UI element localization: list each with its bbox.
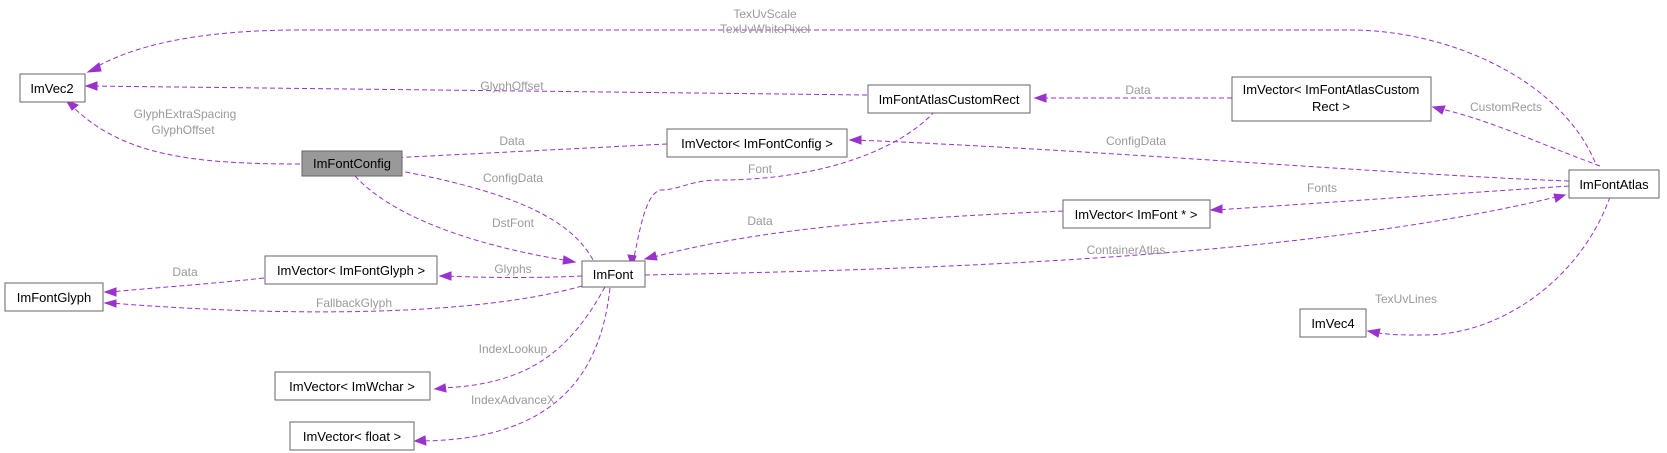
node-imvec4[interactable]: ImVec4 xyxy=(1299,308,1367,338)
node-imvector-imfontconfig[interactable]: ImVector< ImFontConfig > xyxy=(666,128,848,158)
edge-label-font: Font xyxy=(748,162,773,176)
edge-label-customrects: CustomRects xyxy=(1470,100,1542,114)
node-label-imfont: ImFont xyxy=(593,267,634,282)
edge-containeratlas xyxy=(644,193,1567,276)
node-imvector-imwchar[interactable]: ImVector< ImWchar > xyxy=(274,371,431,401)
node-label-imvector-customrect-line1: ImVector< ImFontAtlasCustom xyxy=(1243,82,1420,97)
edge-configdata-atlas xyxy=(848,135,1570,182)
node-imfontconfig[interactable]: ImFontConfig xyxy=(301,150,403,177)
edge-label-indexlookup: IndexLookup xyxy=(479,342,548,356)
node-imvector-imfontglyph[interactable]: ImVector< ImFontGlyph > xyxy=(264,255,438,285)
node-label-imvector-imfontglyph: ImVector< ImFontGlyph > xyxy=(277,263,425,278)
node-label-imvector-customrect-line2: Rect > xyxy=(1312,99,1350,114)
edge-label-texuvwhitepixel: TexUvWhitePixel xyxy=(720,22,810,36)
edge-label-glyphoffset-config: GlyphOffset xyxy=(151,123,215,137)
edge-data-rect xyxy=(1033,93,1232,103)
edge-fallbackglyph xyxy=(103,285,583,313)
edge-label-data-glyph: Data xyxy=(172,265,198,279)
edge-dstfont xyxy=(354,175,577,265)
edge-label-glyphoffset-rect: GlyphOffset xyxy=(480,79,544,93)
node-imvector-imfontatlascustomrect[interactable]: ImVector< ImFontAtlasCustom Rect > xyxy=(1231,76,1432,122)
edge-data-glyph xyxy=(103,277,265,297)
edge-label-data-config: Data xyxy=(499,134,525,148)
edge-label-texuvscale: TexUvScale xyxy=(733,7,797,21)
node-label-imvec4: ImVec4 xyxy=(1311,316,1354,331)
edge-data-config xyxy=(383,143,668,162)
node-imvector-float[interactable]: ImVector< float > xyxy=(289,421,415,451)
edge-fonts xyxy=(1209,185,1570,214)
node-label-imfontatlas: ImFontAtlas xyxy=(1579,177,1649,192)
edge-label-fonts: Fonts xyxy=(1307,181,1337,195)
node-label-imvector-imfont-ptr: ImVector< ImFont * > xyxy=(1075,207,1198,222)
edge-label-data-rect: Data xyxy=(1125,83,1151,97)
edge-label-fallbackglyph: FallbackGlyph xyxy=(316,296,392,310)
node-label-imfontglyph: ImFontGlyph xyxy=(17,290,91,305)
edge-label-data-font: Data xyxy=(747,214,773,228)
node-label-imfontatlascustomrect: ImFontAtlasCustomRect xyxy=(879,92,1020,107)
edge-texuvlines xyxy=(1366,196,1611,338)
node-label-imvector-imfontconfig: ImVector< ImFontConfig > xyxy=(681,136,833,151)
node-imfontatlascustomrect[interactable]: ImFontAtlasCustomRect xyxy=(867,84,1031,114)
edge-data-font xyxy=(643,210,1064,261)
edge-glyphoffset-rect xyxy=(84,81,868,96)
edge-texuvscale xyxy=(86,29,1596,163)
edge-glyphs xyxy=(438,271,583,281)
edge-label-configdata-atlas: ConfigData xyxy=(1106,134,1166,148)
node-imfontglyph[interactable]: ImFontGlyph xyxy=(4,282,104,312)
node-label-imvector-float: ImVector< float > xyxy=(303,429,401,444)
node-imfont[interactable]: ImFont xyxy=(581,260,646,288)
edge-label-glyphs: Glyphs xyxy=(494,262,531,276)
node-imvector-imfont-ptr[interactable]: ImVector< ImFont * > xyxy=(1062,199,1211,229)
edge-indexlookup xyxy=(433,286,606,393)
edge-label-indexadvancex: IndexAdvanceX xyxy=(471,393,555,407)
node-imfontatlas[interactable]: ImFontAtlas xyxy=(1568,169,1660,199)
edge-label-configdata-font: ConfigData xyxy=(483,171,543,185)
edge-label-containeratlas: ContainerAtlas xyxy=(1087,243,1166,257)
node-label-imvec2: ImVec2 xyxy=(30,81,73,96)
node-label-imvector-imwchar: ImVector< ImWchar > xyxy=(289,379,415,394)
edge-label-texuvlines: TexUvLines xyxy=(1375,292,1437,306)
edge-label-glyphextraspacing: GlyphExtraSpacing xyxy=(134,107,237,121)
edge-indexadvancex xyxy=(413,287,611,446)
node-imvec2[interactable]: ImVec2 xyxy=(19,73,86,103)
edge-label-dstfont: DstFont xyxy=(492,216,535,230)
edge-customrects xyxy=(1431,105,1601,167)
node-label-imfontconfig: ImFontConfig xyxy=(313,156,391,171)
